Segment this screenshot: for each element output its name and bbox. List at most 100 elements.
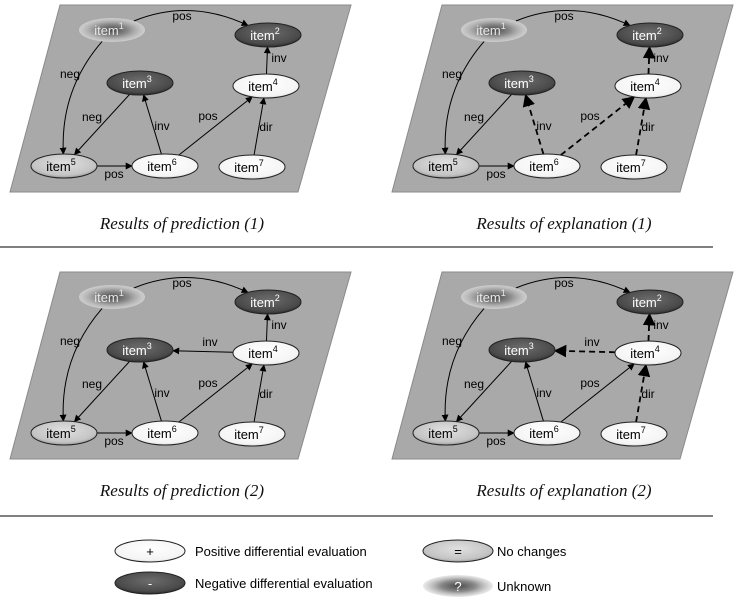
edge-label-item6-item4: pos — [198, 376, 217, 390]
node-label: item1 — [94, 21, 124, 38]
edge-item7-item4 — [253, 97, 267, 156]
legend-swatch-positive — [114, 539, 186, 563]
node-shape-negative — [234, 289, 302, 315]
node-label: item7 — [616, 158, 646, 175]
node-item1: item1 — [461, 18, 527, 42]
edge-label-item5-item6: pos — [104, 167, 123, 181]
node-item6: item6 — [513, 420, 581, 446]
node-item7: item7 — [218, 421, 286, 447]
edge-item3-item5 — [455, 94, 512, 156]
node-label: item4 — [248, 77, 278, 94]
edge-item6-item4 — [178, 96, 253, 156]
edge-item6-item3 — [142, 361, 162, 422]
edge-item6-item3 — [524, 361, 544, 422]
legend-label: Negative differential evaluation — [195, 576, 373, 591]
node-shape-nochange — [412, 153, 480, 179]
edge-label-item4-item2: inv — [653, 51, 668, 65]
node-label: item5 — [46, 157, 76, 174]
edge-item1-item2 — [515, 10, 631, 26]
edge-label-item3-item5: neg — [82, 110, 102, 124]
node-label: item5 — [428, 424, 458, 441]
legend-item-unknown: ?Unknown — [423, 575, 551, 597]
node-label: item3 — [122, 74, 152, 91]
legend-symbol: = — [454, 544, 462, 559]
node-item2: item2 — [234, 289, 302, 315]
legend-item-nochange: =No changes — [422, 539, 567, 563]
node-shape-positive — [614, 340, 682, 366]
legend-label: Positive differential evaluation — [195, 544, 367, 559]
node-shape-unknown — [79, 18, 145, 42]
node-item6: item6 — [513, 153, 581, 179]
edge-item6-item4 — [560, 363, 635, 423]
node-label: item5 — [46, 424, 76, 441]
legend-symbol: ? — [454, 579, 461, 594]
node-shape-negative — [106, 70, 174, 96]
node-label: item6 — [147, 157, 177, 174]
node-item7: item7 — [600, 421, 668, 447]
node-shape-negative — [616, 22, 684, 48]
node-shape-positive — [131, 420, 199, 446]
node-label: item3 — [122, 341, 152, 358]
node-shape-positive — [513, 153, 581, 179]
node-label: item3 — [504, 74, 534, 91]
node-shape-unknown — [461, 285, 527, 309]
edge-label-item5-item6: pos — [104, 434, 123, 448]
edge-item1-item5 — [441, 41, 485, 155]
node-item5: item5 — [412, 420, 480, 446]
node-item1: item1 — [79, 285, 145, 309]
node-shape-positive — [232, 340, 300, 366]
edge-label-item3-item5: neg — [464, 110, 484, 124]
edge-label-item3-item5: neg — [464, 377, 484, 391]
edge-item1-item5 — [441, 308, 485, 422]
edge-label-item7-item4: dir — [641, 120, 654, 134]
edge-item4-item2 — [642, 45, 656, 75]
node-shape-positive — [614, 73, 682, 99]
node-shape-nochange — [30, 153, 98, 179]
node-item4: item4 — [614, 73, 682, 99]
legend: +Positive differential evaluation-Negati… — [114, 539, 567, 597]
edge-label-item4-item2: inv — [271, 51, 286, 65]
node-label: item4 — [248, 344, 278, 361]
edge-label-item7-item4: dir — [641, 387, 654, 401]
node-item6: item6 — [131, 420, 199, 446]
edge-item4-item3 — [553, 344, 616, 358]
node-item3: item3 — [488, 337, 556, 363]
node-label: item1 — [476, 21, 506, 38]
caption-explanation-2: Results of explanation (2) — [475, 481, 652, 500]
node-label: item2 — [632, 293, 662, 310]
node-label: item1 — [94, 288, 124, 305]
legend-symbol: + — [146, 544, 154, 559]
edge-label-item4-item2: inv — [653, 318, 668, 332]
node-shape-negative — [106, 337, 174, 363]
node-shape-negative — [488, 70, 556, 96]
node-item3: item3 — [106, 70, 174, 96]
legend-item-positive: + Positive differential evaluation — [114, 539, 367, 563]
node-item4: item4 — [614, 340, 682, 366]
edge-label-item6-item4: pos — [198, 109, 217, 123]
caption-prediction-2: Results of prediction (2) — [99, 481, 264, 500]
node-label: item6 — [529, 157, 559, 174]
edge-label-item1-item5: neg — [442, 334, 462, 348]
edge-label-item6-item3: inv — [154, 386, 169, 400]
node-shape-unknown — [461, 18, 527, 42]
node-shape-positive — [218, 154, 286, 180]
edge-item3-item5 — [73, 94, 130, 156]
edge-label-item1-item2: pos — [554, 276, 573, 290]
edge-item4-item3 — [172, 347, 234, 355]
edge-item1-item5 — [59, 308, 103, 422]
node-label: item4 — [630, 344, 660, 361]
node-shape-positive — [232, 73, 300, 99]
edge-item4-item2 — [263, 46, 271, 75]
node-label: item6 — [529, 424, 559, 441]
edge-label-item4-item3: inv — [584, 335, 599, 349]
node-shape-positive — [218, 421, 286, 447]
node-shape-unknown — [79, 285, 145, 309]
edge-label-item1-item2: pos — [172, 9, 191, 23]
edge-item1-item2 — [515, 277, 631, 293]
edge-item1-item2 — [133, 10, 249, 26]
edge-label-item1-item5: neg — [60, 334, 80, 348]
node-shape-positive — [600, 421, 668, 447]
caption-prediction-1: Results of prediction (1) — [99, 214, 264, 233]
